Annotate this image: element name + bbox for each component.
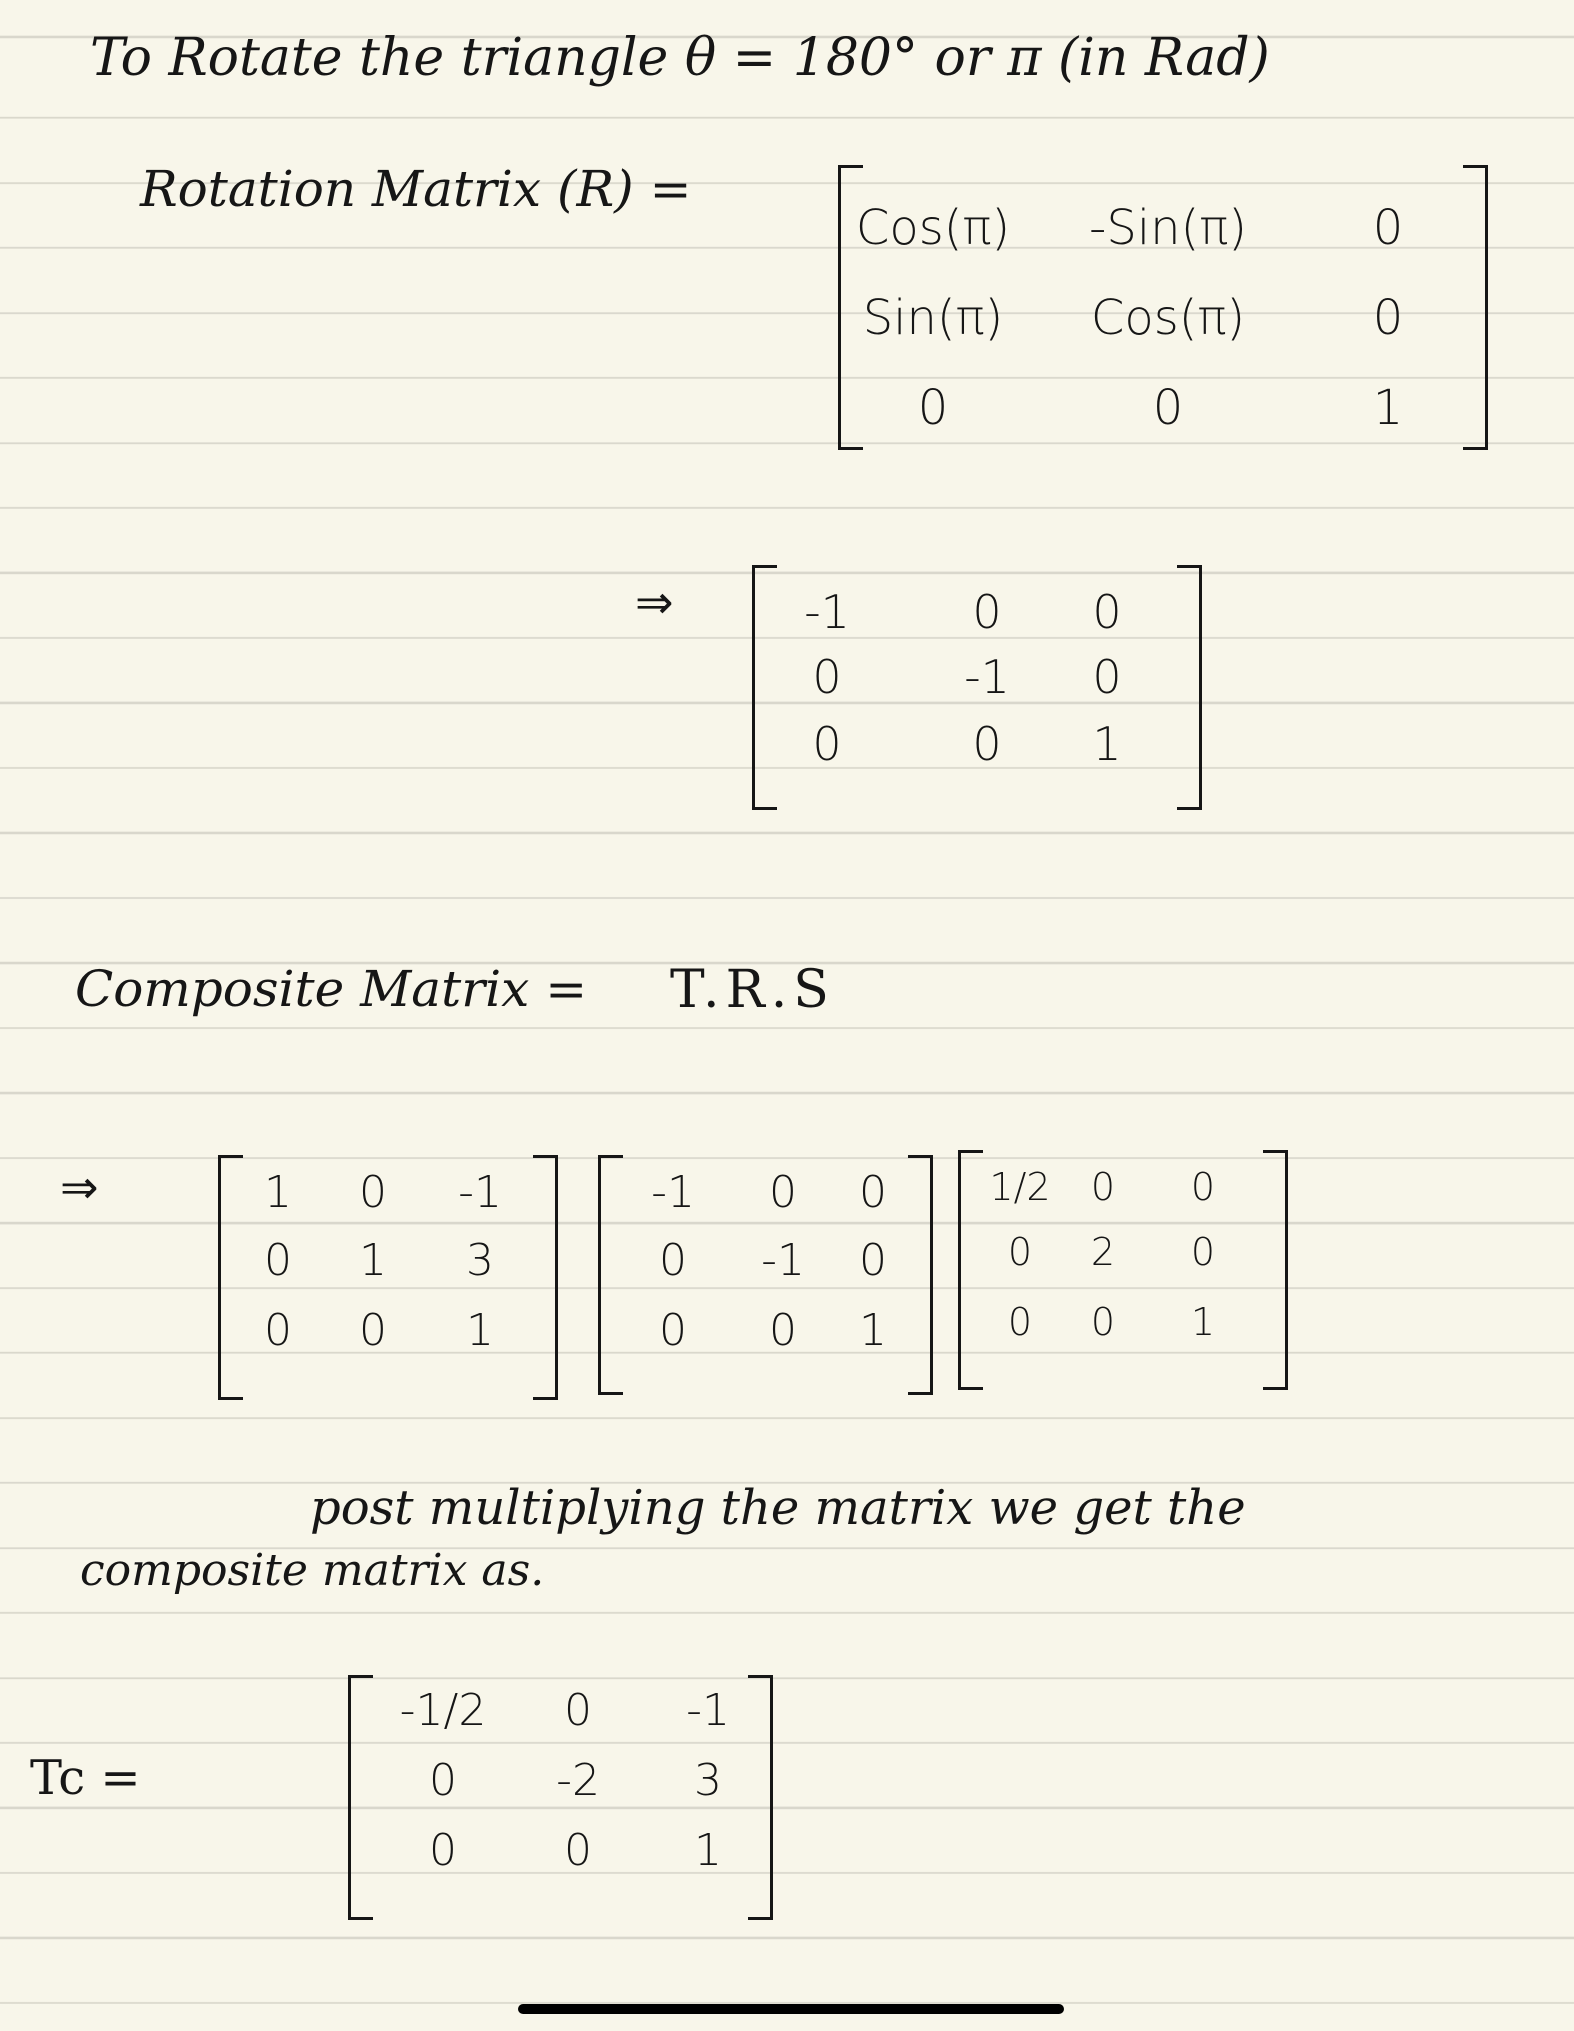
matrix-left-bracket: [752, 565, 777, 810]
matrix-cell: 1: [694, 1825, 722, 1876]
matrix-cell: 1: [859, 1305, 887, 1356]
composite-matrix-label: Composite Matrix =: [75, 960, 588, 1018]
implies-arrow-2: ⇒: [60, 1160, 99, 1214]
matrix-cell: 0: [859, 1167, 887, 1218]
matrix-left-bracket: [598, 1155, 623, 1395]
matrix-cell: 0: [264, 1235, 292, 1286]
page-title: To Rotate the triangle θ = 180° or π (in…: [90, 28, 1270, 88]
matrix-cell: Sin(π): [862, 290, 1004, 346]
matrix-cell: 0: [859, 1235, 887, 1286]
matrix-cell: 0: [1090, 1300, 1116, 1344]
matrix-cell: -1: [804, 585, 850, 639]
matrix-cell: 2: [1090, 1230, 1116, 1274]
matrix-cell: 1: [359, 1235, 387, 1286]
matrix-cell: 0: [917, 380, 949, 436]
implies-arrow-1: ⇒: [635, 575, 674, 629]
matrix-cell: -Sin(π): [1089, 200, 1247, 256]
matrix-cell: -1: [651, 1167, 695, 1218]
translation-matrix: 1 0 -1 0 1 3 0 0 1: [218, 1155, 558, 1400]
matrix-cell: 0: [972, 717, 1002, 771]
matrix-left-bracket: [958, 1150, 983, 1390]
matrix-cell: 3: [466, 1235, 494, 1286]
matrix-right-bracket: [533, 1155, 558, 1400]
matrix-right-bracket: [1463, 165, 1488, 450]
matrix-cell: 0: [429, 1755, 457, 1806]
matrix-cell: -1: [686, 1685, 730, 1736]
matrix-cell: -1/2: [399, 1685, 487, 1736]
matrix-cell: 0: [1090, 1165, 1116, 1209]
matrix-cell: 1: [1092, 717, 1122, 771]
matrix-cell: 0: [429, 1825, 457, 1876]
matrix-cell: 1/2: [989, 1165, 1051, 1209]
matrix-cell: 0: [264, 1305, 292, 1356]
matrix-cell: -1: [964, 650, 1010, 704]
matrix-cell: 0: [1190, 1230, 1216, 1274]
matrix-cell: 1: [264, 1167, 292, 1218]
matrix-cell: 0: [1092, 650, 1122, 704]
composite-matrix-text: composite matrix as.: [80, 1545, 545, 1596]
composite-result-matrix: -1/2 0 -1 0 -2 3 0 0 1: [348, 1675, 773, 1920]
matrix-cell: 0: [1092, 585, 1122, 639]
matrix-cell: Cos(π): [855, 200, 1011, 256]
matrix-cell: 0: [1190, 1165, 1216, 1209]
matrix-right-bracket: [748, 1675, 773, 1920]
home-indicator[interactable]: [518, 2004, 1064, 2014]
rotation-matrix-label: Rotation Matrix (R) =: [140, 160, 692, 218]
matrix-right-bracket: [1263, 1150, 1288, 1390]
matrix-right-bracket: [1177, 565, 1202, 810]
matrix-cell: 0: [1007, 1230, 1033, 1274]
matrix-cell: 1: [1190, 1300, 1216, 1344]
matrix-cell: -2: [556, 1755, 600, 1806]
composite-formula: T.R.S: [670, 960, 835, 1020]
tc-label: Tc =: [30, 1750, 141, 1806]
matrix-cell: 1: [1372, 380, 1404, 436]
matrix-cell: 3: [694, 1755, 722, 1806]
rotation-matrix-result: -1 0 0 0 -1 0 0 0 1: [752, 565, 1202, 810]
post-multiply-text: post multiplying the matrix we get the: [310, 1480, 1246, 1536]
matrix-cell: 1: [466, 1305, 494, 1356]
matrix-cell: 0: [1372, 290, 1404, 346]
rotation-matrix-numeric: -1 0 0 0 -1 0 0 0 1: [598, 1155, 933, 1395]
matrix-cell: 0: [564, 1825, 592, 1876]
matrix-cell: 0: [972, 585, 1002, 639]
matrix-cell: 0: [359, 1167, 387, 1218]
matrix-cell: Cos(π): [1090, 290, 1246, 346]
matrix-cell: 0: [1372, 200, 1404, 256]
matrix-cell: 0: [359, 1305, 387, 1356]
matrix-cell: 0: [1007, 1300, 1033, 1344]
matrix-cell: 0: [659, 1235, 687, 1286]
matrix-left-bracket: [218, 1155, 243, 1400]
matrix-cell: 0: [564, 1685, 592, 1736]
matrix-cell: 0: [1152, 380, 1184, 436]
matrix-cell: 0: [769, 1305, 797, 1356]
matrix-cell: -1: [761, 1235, 805, 1286]
matrix-cell: -1: [458, 1167, 502, 1218]
matrix-cell: 0: [769, 1167, 797, 1218]
matrix-cell: 0: [812, 650, 842, 704]
matrix-left-bracket: [348, 1675, 373, 1920]
scaling-matrix: 1/2 0 0 0 2 0 0 0 1: [958, 1150, 1288, 1390]
matrix-left-bracket: [838, 165, 863, 450]
matrix-cell: 0: [659, 1305, 687, 1356]
matrix-right-bracket: [908, 1155, 933, 1395]
matrix-cell: 0: [812, 717, 842, 771]
